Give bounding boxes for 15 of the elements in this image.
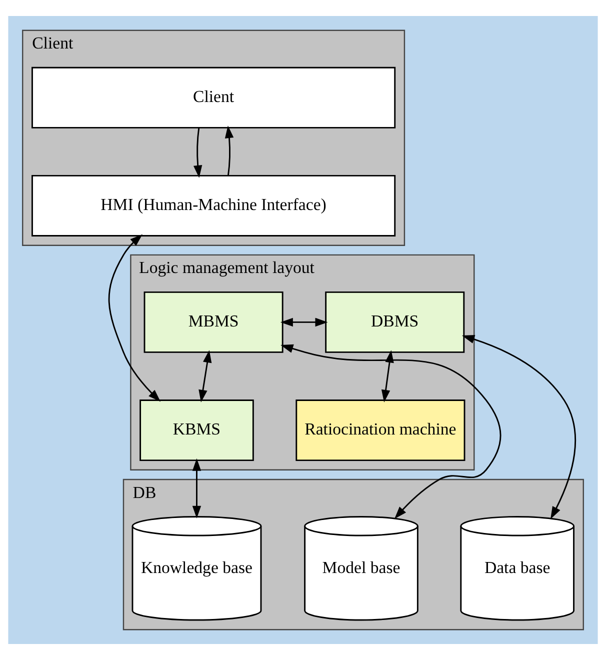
arrow bbox=[224, 125, 234, 176]
arrow bbox=[193, 127, 202, 178]
arrow bbox=[280, 344, 502, 518]
node-box: KBMS bbox=[140, 399, 254, 460]
node-box: Client bbox=[32, 66, 396, 128]
arrow bbox=[381, 350, 394, 402]
node-box: DBMS bbox=[325, 290, 465, 352]
arrow bbox=[198, 350, 212, 402]
arrow bbox=[462, 334, 576, 519]
node-box: MBMS bbox=[144, 290, 284, 352]
arrow bbox=[192, 458, 202, 518]
node-box: HMI (Human-Machine Interface) bbox=[32, 174, 396, 236]
node-box: Ratiocination machine bbox=[296, 399, 466, 460]
arrow bbox=[280, 317, 328, 326]
arrow bbox=[108, 234, 161, 402]
